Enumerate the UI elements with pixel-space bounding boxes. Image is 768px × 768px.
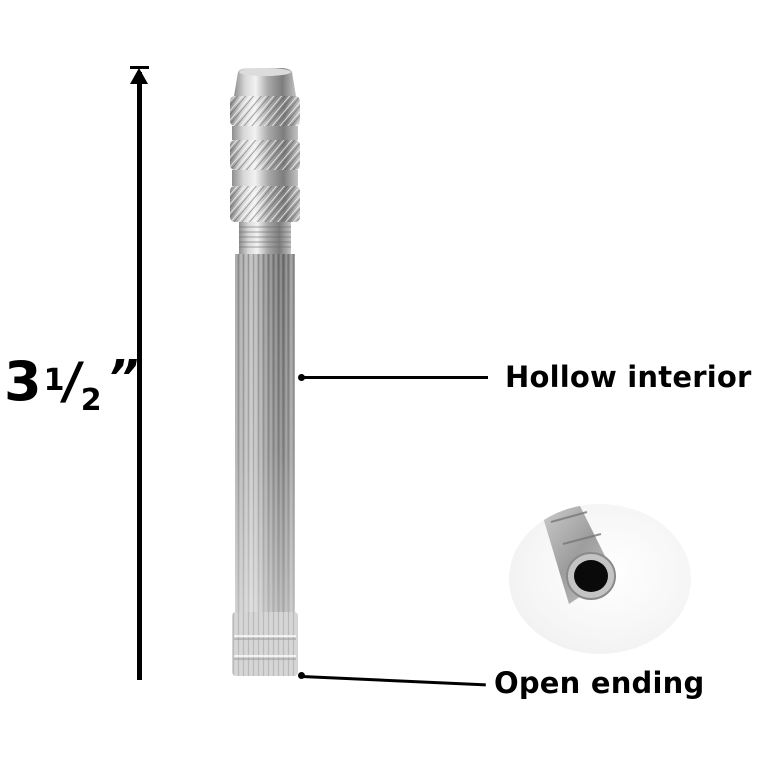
- callout-hollow-interior: Hollow interior: [505, 360, 752, 394]
- leader-line-open: [301, 675, 486, 687]
- dimension-whole: 3: [4, 350, 42, 413]
- dimension-denominator: 2: [80, 383, 102, 418]
- leader-dot-open: [298, 672, 305, 679]
- dimension-numerator: 1: [43, 363, 65, 398]
- leader-line-hollow: [302, 376, 488, 379]
- dimension-inch-symbol: ”: [107, 350, 139, 406]
- open-end-closeup-icon: [539, 504, 616, 604]
- dimension-arrow-line: [137, 72, 142, 680]
- leader-dot-hollow: [298, 374, 305, 381]
- pin-vise-image: [230, 68, 300, 676]
- callout-open-ending: Open ending: [494, 666, 705, 700]
- dimension-arrow-cap: [130, 66, 149, 69]
- inset-closeup-image: [509, 504, 691, 654]
- dimension-label: 31/2”: [4, 350, 139, 422]
